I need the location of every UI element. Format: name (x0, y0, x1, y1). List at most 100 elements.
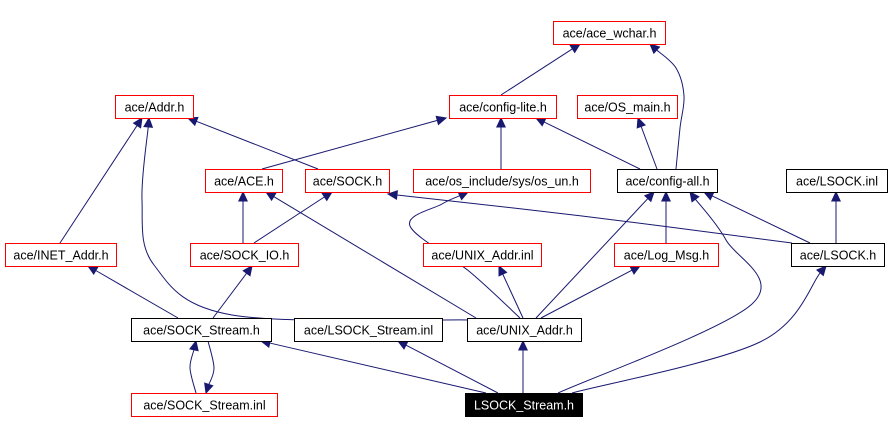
node-box (423, 243, 542, 267)
arrowhead (496, 116, 506, 128)
edge-unixaddr-to-cfgall (535, 191, 655, 319)
node-label: ace/config-all.h (625, 175, 709, 189)
node-label: LSOCK_Stream.h (474, 399, 574, 413)
arrowhead (815, 265, 827, 277)
node-label: ace/SOCK.h (313, 175, 383, 189)
node-box (305, 169, 390, 193)
edge-unixaddr-to-addr (141, 116, 471, 322)
arrowhead (569, 43, 582, 54)
node-label: ace/os_include/sys/os_un.h (425, 175, 579, 189)
node-box (413, 169, 591, 193)
edge-cfgall-to-wchar (649, 43, 685, 170)
node-sockio[interactable]: ace/SOCK_IO.h (190, 243, 299, 267)
edge-sockstrinl-to-sockstr (189, 339, 199, 394)
arrowhead (435, 115, 448, 126)
node-label: ace/config-lite.h (459, 101, 547, 115)
node-box (115, 95, 194, 119)
edge-sock-to-addr (186, 116, 319, 170)
node-label: ace/LSOCK_Stream.inl (304, 324, 433, 338)
edge-root-to-lsstrinl (396, 340, 499, 394)
edge-line (655, 49, 685, 170)
node-lsockinl[interactable]: ace/LSOCK.inl (786, 169, 888, 193)
arrowhead (264, 191, 277, 202)
node-wchar[interactable]: ace/ace_wchar.h (553, 21, 666, 45)
arrowhead (649, 43, 661, 55)
node-root: LSOCK_Stream.h (465, 393, 583, 417)
node-label: ace/ACE.h (214, 175, 274, 189)
edge-line (94, 269, 179, 319)
node-osun[interactable]: ace/os_include/sys/os_un.h (413, 169, 591, 193)
node-lsock[interactable]: ace/LSOCK.h (791, 243, 885, 267)
arrowhead (242, 265, 253, 277)
arrowhead (636, 116, 647, 129)
arrowhead (498, 264, 508, 277)
edge-line (189, 348, 197, 394)
node-lsstrinl[interactable]: ace/LSOCK_Stream.inl (294, 318, 443, 342)
node-box (205, 169, 283, 193)
edge-line (141, 125, 471, 322)
node-sock[interactable]: ace/SOCK.h (305, 169, 390, 193)
node-label: ace/SOCK_IO.h (200, 249, 290, 263)
node-box (465, 393, 583, 417)
arrowhead (702, 191, 715, 201)
node-inet[interactable]: ace/INET_Addr.h (5, 243, 117, 267)
node-label: ace/UNIX_Addr.inl (431, 249, 533, 263)
node-label: ace/Log_Msg.h (624, 249, 710, 263)
node-box (131, 393, 278, 417)
node-label: ace/ace_wchar.h (563, 27, 657, 41)
edge-logmsg-to-cfgall (661, 190, 671, 243)
arrowhead (189, 339, 199, 352)
node-sockstrinl[interactable]: ace/SOCK_Stream.inl (131, 393, 278, 417)
node-box (786, 169, 888, 193)
node-ace[interactable]: ace/ACE.h (205, 169, 283, 193)
node-box (190, 243, 299, 267)
arrowhead (518, 339, 528, 351)
arrowhead (238, 190, 248, 202)
edge-line (640, 125, 658, 170)
edges-layer (59, 43, 841, 395)
node-box (791, 243, 885, 267)
edge-sockio-to-ace (238, 190, 248, 243)
node-unixaddr[interactable]: ace/UNIX_Addr.h (467, 318, 582, 342)
node-logmsg[interactable]: ace/Log_Msg.h (614, 243, 719, 267)
node-sockstr[interactable]: ace/SOCK_Stream.h (131, 318, 272, 342)
edge-sockstr-to-sockio (212, 265, 253, 319)
edge-line (272, 195, 477, 319)
node-cfglite[interactable]: ace/config-lite.h (449, 95, 557, 119)
arrowhead (689, 191, 700, 203)
edge-unixaddr-to-unixinl (498, 264, 524, 319)
edge-cfgall-to-cfglite (534, 117, 641, 170)
edge-inet-to-addr (59, 117, 143, 244)
node-addr[interactable]: ace/Addr.h (115, 95, 194, 119)
arrowhead (386, 190, 398, 201)
node-label: ace/LSOCK.inl (796, 175, 878, 189)
edge-line (207, 340, 215, 386)
edge-sockstr-to-inet (86, 265, 179, 319)
edge-line (540, 269, 634, 319)
edge-line (557, 198, 762, 394)
node-osmain[interactable]: ace/OS_main.h (577, 95, 678, 119)
node-label: ace/SOCK_Stream.h (143, 324, 260, 338)
edge-root-to-cfgall (557, 191, 762, 394)
node-cfgall[interactable]: ace/config-all.h (617, 169, 718, 193)
edge-line (500, 47, 574, 96)
edge-root-to-lsock (571, 265, 827, 394)
edge-line (501, 273, 524, 319)
edge-line (535, 197, 649, 319)
edge-cfgall-to-osmain (636, 116, 658, 170)
arrowhead (132, 117, 143, 129)
edge-lsock-to-cfgall (702, 191, 811, 244)
node-box (449, 95, 557, 119)
node-label: ace/UNIX_Addr.h (476, 324, 573, 338)
arrowhead (831, 190, 841, 202)
edge-line (195, 120, 319, 170)
node-unixinl[interactable]: ace/UNIX_Addr.inl (423, 243, 542, 267)
edge-line (395, 194, 793, 244)
node-box (131, 318, 272, 342)
node-label: ace/OS_main.h (584, 101, 670, 115)
arrowhead (143, 116, 154, 128)
node-label: ace/INET_Addr.h (13, 249, 108, 263)
edge-line (212, 272, 248, 319)
arrowhead (457, 191, 470, 201)
